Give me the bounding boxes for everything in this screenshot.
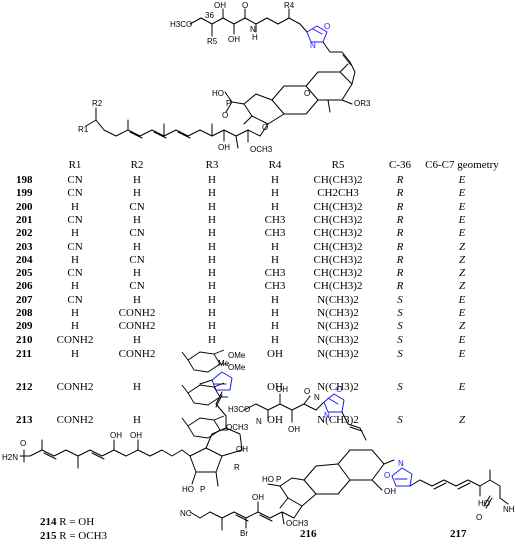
svg-text:O: O	[242, 1, 248, 10]
svg-text:36: 36	[205, 11, 214, 20]
svg-text:HO: HO	[182, 485, 194, 494]
structure-214-215	[19, 371, 243, 487]
svg-text:OH: OH	[218, 143, 230, 152]
svg-text:OCH3: OCH3	[250, 145, 273, 154]
svg-text:OH: OH	[228, 35, 240, 44]
svg-text:O: O	[304, 387, 310, 396]
svg-text:H: H	[252, 33, 258, 42]
svg-text:O: O	[222, 111, 228, 120]
svg-text:O: O	[384, 471, 390, 480]
svg-text:OR3: OR3	[354, 99, 371, 108]
svg-text:O: O	[476, 513, 482, 522]
svg-text:O: O	[324, 22, 330, 31]
sugar-r3-group	[181, 349, 228, 439]
caption-217: 217	[450, 528, 467, 540]
svg-text:P: P	[200, 485, 205, 494]
core-structure	[85, 8, 356, 149]
svg-text:R5: R5	[207, 37, 218, 46]
svg-text:O: O	[336, 385, 342, 394]
svg-text:H3CO: H3CO	[228, 405, 250, 414]
svg-text:R1: R1	[78, 125, 89, 134]
svg-text:Me: Me	[218, 359, 230, 368]
svg-text:Br: Br	[240, 529, 248, 538]
svg-text:H2N: H2N	[2, 453, 18, 462]
svg-text:O: O	[304, 89, 310, 98]
svg-text:NC: NC	[180, 509, 192, 518]
svg-text:OMe: OMe	[228, 351, 246, 360]
svg-text:OCH3: OCH3	[226, 423, 249, 432]
svg-text:HO: HO	[262, 475, 274, 484]
svg-text:OMe: OMe	[228, 363, 246, 372]
svg-text:R4: R4	[284, 1, 295, 10]
svg-text:P: P	[276, 475, 281, 484]
svg-text:OH: OH	[110, 431, 122, 440]
svg-text:HO: HO	[478, 499, 490, 508]
svg-text:O: O	[262, 123, 268, 132]
svg-text:R2: R2	[92, 99, 103, 108]
svg-text:R: R	[234, 463, 240, 472]
svg-text:N: N	[256, 417, 262, 426]
svg-text:OH: OH	[288, 425, 300, 434]
svg-text:NH2: NH2	[503, 505, 515, 514]
svg-text:HO: HO	[212, 89, 224, 98]
svg-text:OH: OH	[236, 445, 248, 454]
svg-text:OH: OH	[130, 431, 142, 440]
svg-text:N: N	[324, 411, 330, 420]
svg-text:H3CO: H3CO	[170, 20, 192, 29]
svg-text:O: O	[20, 439, 26, 448]
caption-214: 214 R = OH	[40, 516, 95, 528]
svg-text:N: N	[250, 25, 256, 34]
structure-217	[391, 467, 509, 509]
svg-text:N: N	[314, 393, 320, 402]
svg-text:OH: OH	[384, 487, 396, 496]
caption-216: 216	[300, 528, 317, 540]
caption-215: 215 R = OCH3	[40, 530, 108, 542]
svg-text:OH: OH	[252, 493, 264, 502]
svg-text:OH: OH	[276, 385, 288, 394]
structure-216	[189, 393, 395, 531]
svg-text:P: P	[226, 99, 231, 108]
svg-text:N: N	[310, 41, 316, 50]
svg-text:OH: OH	[214, 1, 226, 10]
svg-text:N: N	[398, 459, 404, 468]
svg-text:OCH3: OCH3	[286, 519, 309, 528]
